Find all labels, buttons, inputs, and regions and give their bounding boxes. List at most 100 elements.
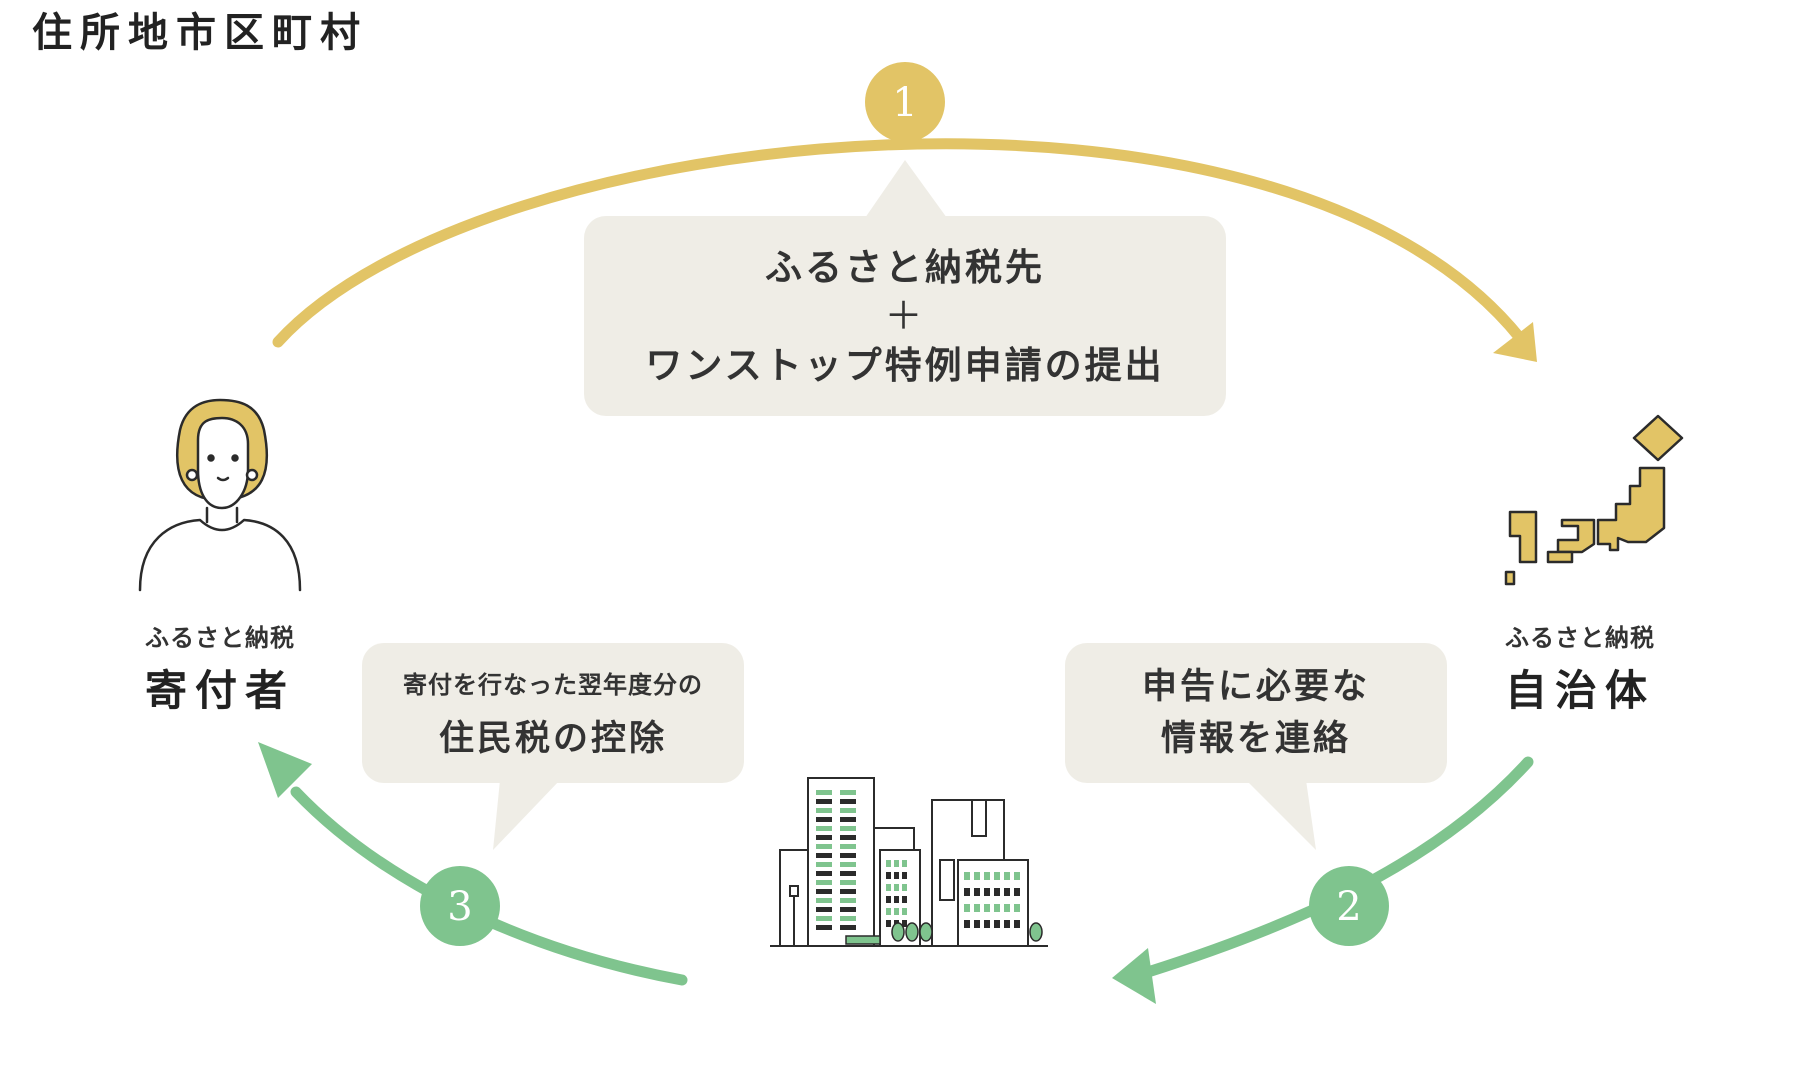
building-window — [816, 898, 832, 903]
building-window — [974, 872, 980, 880]
building-window — [816, 835, 832, 840]
step-2-badge: 2 — [1309, 866, 1389, 946]
building-window — [840, 898, 856, 903]
building-window — [974, 888, 980, 896]
step-2-number: 2 — [1336, 884, 1361, 930]
building-window — [902, 860, 907, 867]
municipality-main-label: 自治体 — [1504, 666, 1655, 715]
step-1-number: 1 — [892, 80, 917, 126]
building-window — [894, 908, 899, 915]
building-window — [816, 790, 832, 795]
building-window — [816, 844, 832, 849]
city-label: 住所地市区町村 — [32, 9, 368, 56]
building-window — [816, 880, 832, 885]
building-window — [902, 872, 907, 879]
building-window — [902, 896, 907, 903]
building-window — [1004, 904, 1010, 912]
municipality-sub-label: ふるさと納税 — [1505, 624, 1655, 652]
building-window — [840, 835, 856, 840]
building-window — [984, 872, 990, 880]
building-window — [964, 904, 970, 912]
city-trees — [845, 922, 1043, 945]
building-window — [840, 916, 856, 921]
building-window — [816, 889, 832, 894]
building-window — [964, 888, 970, 896]
building-window — [894, 884, 899, 891]
building-window — [816, 817, 832, 822]
building-window — [886, 860, 891, 867]
building-window — [964, 872, 970, 880]
arrow-step-1 — [272, 138, 1537, 362]
building-window — [816, 916, 832, 921]
building-window — [886, 872, 891, 879]
building-window — [984, 904, 990, 912]
building-window — [886, 896, 891, 903]
building-window — [840, 826, 856, 831]
building-window — [840, 817, 856, 822]
woman-avatar-icon — [138, 398, 302, 592]
bubble-3-tail — [493, 780, 560, 850]
building-window — [1004, 888, 1010, 896]
building-window — [902, 920, 907, 927]
building-window — [816, 862, 832, 867]
building-window — [994, 872, 1000, 880]
building-window — [1014, 904, 1020, 912]
bubble-step-1: ふるさと納税先 ＋ ワンストップ特例申請の提出 — [584, 216, 1226, 416]
bubble-3-line-1: 寄付を行なった翌年度分の — [403, 671, 703, 699]
building-window — [894, 860, 899, 867]
building-window — [840, 889, 856, 894]
bubble-1-tail — [865, 160, 947, 218]
building-window — [886, 908, 891, 915]
building-window — [984, 888, 990, 896]
building-window — [840, 862, 856, 867]
building-window — [1004, 920, 1010, 928]
building-window — [994, 888, 1000, 896]
building-window — [816, 925, 832, 930]
building-window — [984, 920, 990, 928]
building-window — [1004, 872, 1010, 880]
building-window — [840, 808, 856, 813]
building-window — [816, 853, 832, 858]
building-window — [1014, 888, 1020, 896]
building-window — [974, 920, 980, 928]
japan-map-icon — [1504, 414, 1684, 586]
building-window — [816, 826, 832, 831]
step-1-badge: 1 — [865, 62, 945, 142]
bubble-1-line-1: ふるさと納税先 — [765, 245, 1045, 289]
building-window — [840, 925, 856, 930]
city-windows — [816, 790, 1020, 930]
building-window — [840, 853, 856, 858]
building-window — [840, 790, 856, 795]
municipality-label: ふるさと納税 自治体 — [1480, 618, 1680, 718]
donor-main-label: 寄付者 — [144, 666, 295, 715]
bubble-1-plus: ＋ — [884, 293, 926, 338]
building-window — [902, 908, 907, 915]
building-window — [902, 884, 907, 891]
step-3-badge: 3 — [420, 866, 500, 946]
building-window — [886, 920, 891, 927]
bubble-2-line-2: 情報を連絡 — [1160, 719, 1351, 759]
building-window — [816, 871, 832, 876]
bubble-2-line-1: 申告に必要な — [1141, 667, 1370, 707]
bubble-2-tail — [1246, 780, 1316, 850]
building-window — [994, 920, 1000, 928]
bubble-1-line-3: ワンストップ特例申請の提出 — [645, 343, 1165, 387]
building-window — [894, 896, 899, 903]
bubble-step-2: 申告に必要な 情報を連絡 — [1065, 643, 1447, 783]
building-window — [974, 904, 980, 912]
building-window — [840, 799, 856, 804]
donor-label: ふるさと納税 寄付者 — [120, 618, 320, 718]
building-window — [994, 904, 1000, 912]
building-window — [840, 907, 856, 912]
bubble-step-3: 寄付を行なった翌年度分の 住民税の控除 — [362, 643, 744, 783]
building-window — [840, 880, 856, 885]
building-window — [894, 872, 899, 879]
building-window — [816, 907, 832, 912]
building-window — [816, 799, 832, 804]
building-window — [886, 884, 891, 891]
bubble-3-line-2: 住民税の控除 — [438, 719, 667, 759]
building-window — [1014, 920, 1020, 928]
building-window — [816, 808, 832, 813]
